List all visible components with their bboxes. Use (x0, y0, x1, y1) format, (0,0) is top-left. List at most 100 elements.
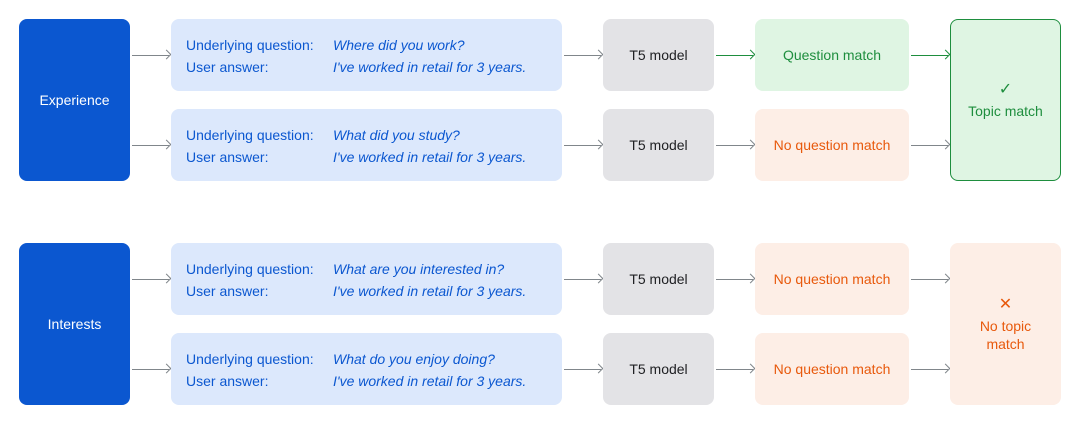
qa-box: Underlying question:What did you study?U… (171, 109, 562, 181)
arrow-head (745, 139, 756, 150)
model-box: T5 model (603, 109, 714, 181)
arrow-qa-to-model (564, 49, 604, 60)
arrow-line (716, 369, 753, 370)
arrow-line (911, 369, 948, 370)
arrow-line (132, 55, 169, 56)
arrow-line (716, 279, 753, 280)
model-box: T5 model (603, 333, 714, 405)
match-label: No question match (773, 361, 891, 377)
arrow-head (940, 363, 951, 374)
underlying-question-text: What did you study? (333, 127, 460, 143)
question-match-box: Question match (755, 19, 909, 91)
topic-label: Experience (39, 92, 110, 108)
arrow-line (564, 279, 601, 280)
match-label: No question match (773, 137, 891, 153)
underlying-question-label: Underlying question: (186, 127, 314, 143)
arrow-head (940, 139, 951, 150)
arrow-line (132, 145, 169, 146)
arrow-line (564, 55, 601, 56)
user-answer-label: User answer: (186, 283, 269, 299)
arrow-topic-to-qa (132, 273, 172, 284)
underlying-question-text: What do you enjoy doing? (333, 351, 495, 367)
arrow-qa-to-model (564, 363, 604, 374)
no-topic-match-label: No topic match (979, 317, 1032, 352)
qa-box: Underlying question:Where did you work?U… (171, 19, 562, 91)
user-answer-label: User answer: (186, 373, 269, 389)
underlying-question-label: Underlying question: (186, 37, 314, 53)
model-box: T5 model (603, 19, 714, 91)
user-answer-text: I've worked in retail for 3 years. (333, 373, 527, 389)
arrow-model-to-match (716, 363, 756, 374)
model-label: T5 model (629, 137, 688, 153)
arrow-line (564, 369, 601, 370)
arrow-head (593, 273, 604, 284)
arrow-model-to-match (716, 139, 756, 150)
qa-box: Underlying question: What are you interes… (171, 243, 562, 315)
arrow-match-to-result (911, 363, 951, 374)
arrow-model-to-match (716, 273, 756, 284)
arrow-head (745, 49, 756, 60)
user-answer-text: I've worked in retail for 3 years. (333, 283, 527, 299)
no-topic-match-box: ✕ No topic match (950, 243, 1061, 405)
arrow-match-to-result (911, 139, 951, 150)
topic-label: Interests (47, 316, 102, 332)
no-question-match-box: No question match (755, 333, 909, 405)
arrow-line (911, 55, 948, 56)
arrow-topic-to-qa (132, 49, 172, 60)
arrow-head (161, 139, 172, 150)
arrow-line (911, 279, 948, 280)
underlying-question-text: Where did you work? (333, 37, 465, 53)
cross-icon: ✕ (998, 295, 1013, 313)
user-answer-text: I've worked in retail for 3 years. (333, 59, 527, 75)
topic-match-box: ✓ Topic match (950, 19, 1061, 181)
arrow-head (593, 49, 604, 60)
match-label: No question match (773, 271, 891, 287)
no-question-match-box: No question match (755, 243, 909, 315)
no-question-match-box: No question match (755, 109, 909, 181)
arrow-head (161, 363, 172, 374)
arrow-line (716, 145, 753, 146)
arrow-topic-to-qa (132, 363, 172, 374)
arrow-match-to-result (911, 273, 951, 284)
model-box: T5 model (603, 243, 714, 315)
question-row: Underlying question: What do you enjoy do… (186, 348, 562, 370)
arrow-line (132, 369, 169, 370)
user-answer-label: User answer: (186, 59, 269, 75)
model-label: T5 model (629, 361, 688, 377)
arrow-line (911, 145, 948, 146)
match-label: Question match (782, 47, 882, 63)
question-row: Underlying question: Where did you work? (186, 34, 562, 56)
answer-row: User answer: I've worked in retail for 3 … (186, 56, 562, 78)
check-icon: ✓ (998, 80, 1013, 98)
arrow-head (161, 49, 172, 60)
arrow-head (593, 139, 604, 150)
user-answer-label: User answer: (186, 149, 269, 165)
topic-box: Interests (19, 243, 130, 405)
arrow-match-to-result (911, 49, 951, 60)
arrow-line (132, 279, 169, 280)
answer-row: User answer: I've worked in retail for 3 … (186, 280, 562, 302)
topic-box: Experience (19, 19, 130, 181)
arrow-head (940, 273, 951, 284)
arrow-model-to-match (716, 49, 756, 60)
question-row: Underlying question: What did you study? (186, 124, 562, 146)
answer-row: User answer: I've worked in retail for 3 … (186, 370, 562, 392)
answer-row: User answer: I've worked in retail for 3 … (186, 146, 562, 168)
underlying-question-text: What are you interested in? (333, 261, 505, 277)
user-answer-text: I've worked in retail for 3 years. (333, 149, 527, 165)
arrow-head (745, 363, 756, 374)
arrow-head (593, 363, 604, 374)
topic-match-label: Topic match (968, 102, 1043, 119)
underlying-question-label: Underlying question: (186, 261, 314, 277)
arrow-head (161, 273, 172, 284)
arrow-head (940, 49, 951, 60)
qa-box: Underlying question: What do you enjoy do… (171, 333, 562, 405)
arrow-qa-to-model (564, 273, 604, 284)
underlying-question-label: Underlying question: (186, 351, 314, 367)
arrow-topic-to-qa (132, 139, 172, 150)
model-label: T5 model (629, 47, 688, 63)
arrow-head (745, 273, 756, 284)
question-row: Underlying question: What are you interes… (186, 258, 562, 280)
model-label: T5 model (629, 271, 688, 287)
